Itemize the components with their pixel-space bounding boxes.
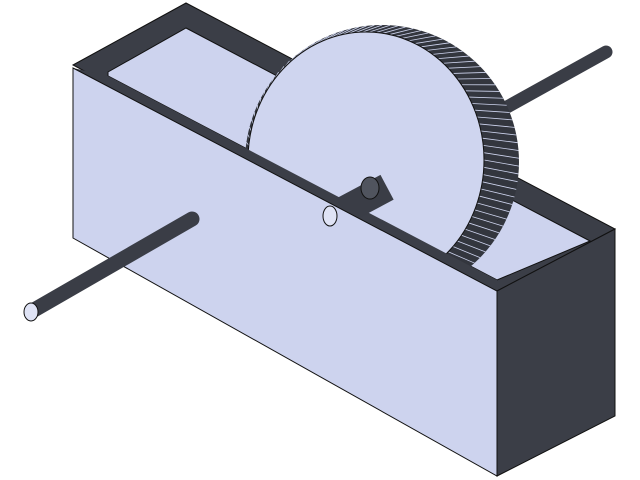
gear-tooth xyxy=(483,152,520,159)
gear-tooth xyxy=(452,246,481,258)
gear-tooth xyxy=(349,25,367,34)
gear-tooth xyxy=(426,46,457,51)
gear-tooth xyxy=(483,159,520,167)
gear-tooth xyxy=(483,166,519,175)
gear-tooth xyxy=(414,38,443,44)
gear-tooth xyxy=(389,28,414,35)
gear-tooth xyxy=(474,109,510,113)
gear-tooth xyxy=(432,50,463,55)
gear-tooth xyxy=(355,24,375,33)
gear-tooth xyxy=(465,90,500,92)
shaft-end-left xyxy=(23,302,39,322)
gear-tooth xyxy=(457,240,486,253)
gear-tooth xyxy=(468,222,500,234)
gear-tooth xyxy=(443,60,475,64)
gear-tooth xyxy=(395,30,421,37)
gear-tooth xyxy=(438,55,469,60)
gear-tooth xyxy=(342,26,360,35)
gear-tooth xyxy=(477,202,510,213)
gear-tooth xyxy=(382,26,406,34)
gear-tooth xyxy=(482,181,517,190)
gear-tooth xyxy=(402,32,429,39)
housing-side-face xyxy=(496,228,616,477)
gear-tooth xyxy=(483,145,519,151)
gear-tooth xyxy=(448,251,475,264)
gear-tooth xyxy=(483,174,518,183)
gear-tooth xyxy=(335,28,352,37)
gear-tooth xyxy=(375,25,398,33)
gear-tooth xyxy=(480,188,515,198)
input-shaft-left xyxy=(23,211,200,322)
gear-tooth xyxy=(421,42,450,48)
gear-tooth xyxy=(474,209,507,220)
gear-hub xyxy=(336,174,394,224)
gear-tooth xyxy=(408,35,436,42)
gear-tooth xyxy=(477,116,513,121)
gear-tooth xyxy=(480,130,517,136)
gear-tooth xyxy=(468,96,504,99)
shaft-end-front xyxy=(322,205,338,227)
gear-tooth xyxy=(362,24,383,33)
gear-tooth xyxy=(471,216,504,227)
gear-tooth xyxy=(452,72,486,74)
gear-tooth xyxy=(471,103,507,106)
gear-tooth xyxy=(479,123,515,128)
gear-tooth xyxy=(369,24,391,33)
gear-tooth xyxy=(479,195,513,205)
gear-tooth xyxy=(461,234,491,247)
gear-tooth xyxy=(465,228,496,240)
gear-tooth xyxy=(448,66,481,69)
gear-tooth xyxy=(482,137,518,144)
